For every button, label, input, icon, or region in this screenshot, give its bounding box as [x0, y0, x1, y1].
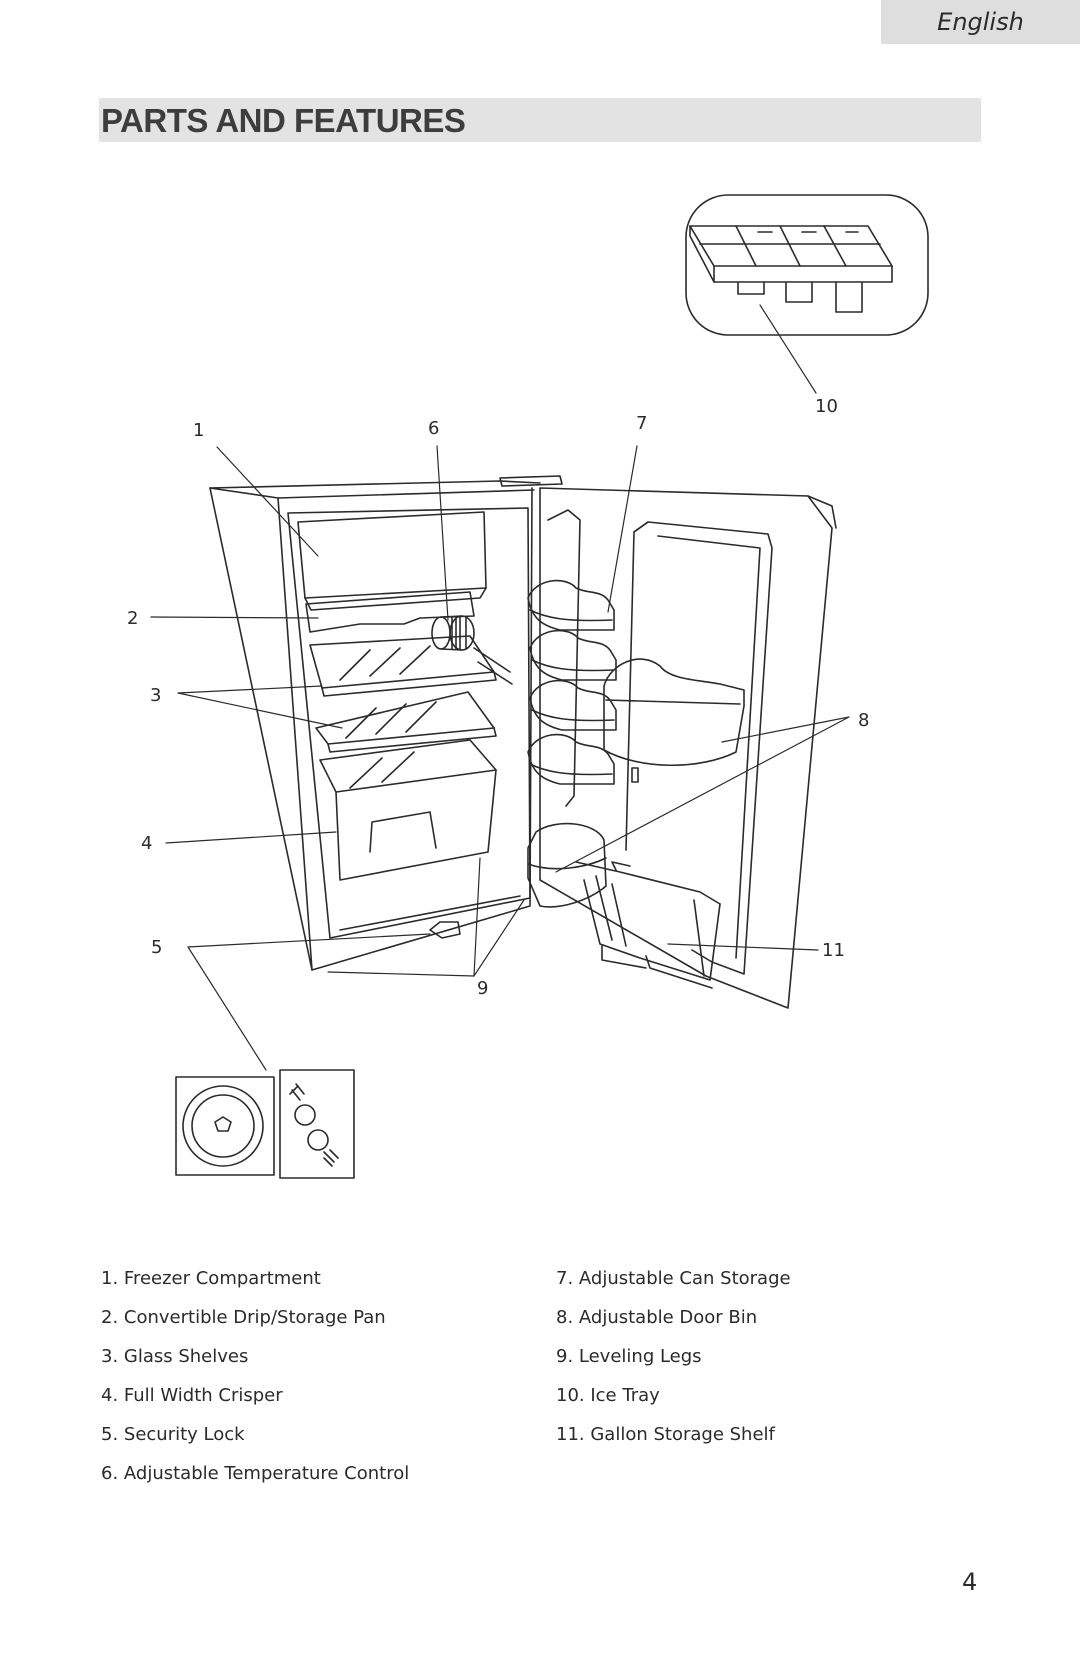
freezer-compartment: [297, 511, 487, 611]
list-item: 4. Full Width Crisper: [101, 1385, 283, 1406]
callout-7: 7: [636, 413, 648, 434]
callout-8: 8: [858, 710, 870, 731]
list-item: 6. Adjustable Temperature Control: [101, 1463, 410, 1484]
callout-6: 6: [428, 418, 440, 439]
cabinet-bottom: [339, 895, 521, 939]
list-item: 8. Adjustable Door Bin: [556, 1307, 758, 1328]
callout-1: 1: [193, 420, 205, 441]
callout-2: 2: [127, 608, 139, 629]
glass-shelves: [309, 635, 513, 753]
list-item: 5. Security Lock: [101, 1424, 245, 1445]
lock-insets: [175, 1069, 355, 1179]
callout-10: 10: [815, 396, 838, 417]
list-item: 9. Leveling Legs: [556, 1346, 702, 1367]
can-storage: [527, 579, 617, 785]
list-item: 2. Convertible Drip/Storage Pan: [101, 1307, 386, 1328]
list-item: 7. Adjustable Can Storage: [556, 1268, 791, 1289]
callout-9: 9: [477, 978, 489, 999]
callout-5: 5: [151, 937, 163, 958]
leader-lines: [150, 304, 850, 1071]
page-number: 4: [962, 1568, 978, 1596]
crisper: [319, 739, 497, 881]
list-item: 1. Freezer Compartment: [101, 1268, 321, 1289]
temperature-knob: [431, 615, 475, 651]
callout-11: 11: [822, 940, 845, 961]
list-item: 3. Glass Shelves: [101, 1346, 249, 1367]
callout-3: 3: [150, 685, 162, 706]
parts-list-left: 1. Freezer Compartment 2. Convertible Dr…: [101, 1268, 409, 1502]
list-item: 11. Gallon Storage Shelf: [556, 1424, 775, 1445]
parts-list-right: 7. Adjustable Can Storage 8. Adjustable …: [556, 1268, 791, 1463]
section-title-bar: PARTS AND FEATURES: [99, 98, 981, 142]
drip-pan: [305, 591, 475, 633]
door-bins: [527, 658, 745, 908]
callout-4: 4: [141, 833, 153, 854]
ice-tray-inset: [685, 194, 929, 336]
list-item: 10. Ice Tray: [556, 1385, 660, 1406]
gallon-wire-shelf: [575, 861, 721, 989]
language-label: English: [937, 8, 1024, 36]
page-title: PARTS AND FEATURES: [101, 102, 466, 139]
language-tab: English: [881, 0, 1080, 44]
